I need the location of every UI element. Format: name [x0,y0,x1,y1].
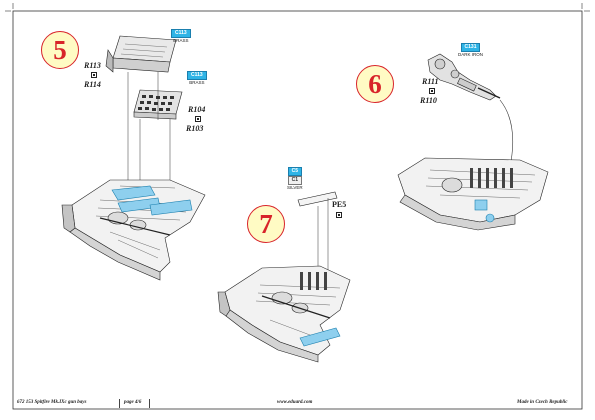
part-ref-r114: R114 [84,80,101,89]
page-frame [12,10,583,410]
part-ref-r103: R103 [186,124,204,133]
paint-callout-dark-iron: C131 DARK IRON [458,43,483,58]
paint-name: DARK IRON [458,52,484,57]
step-7-badge: 7 [247,205,285,243]
paint-callout-silver: C5 C1 SILVER [287,167,303,191]
footer-page: page 4/6 [124,400,142,405]
step6-gunbay-assembly [397,53,549,231]
step5-gunbay-assembly [61,35,206,281]
step-5-badge: 5 [41,31,79,69]
paint-code: C113 [171,29,191,38]
part-mark-r113 [91,72,97,78]
step-6-badge: 6 [356,65,394,103]
part-mark-pe5 [336,212,342,218]
paint-name: BRASS [173,38,189,43]
part-mark-r104 [195,116,201,122]
footer-divider [119,399,120,408]
step7-gunbay-assembly [217,191,351,363]
part-mark-r111 [429,88,435,94]
page-footer: 672 153 Spitfire Mk.IXc gun bays page 4/… [13,399,582,409]
part-ref-r111: R111 [422,77,439,86]
paint-callout-brass-lid: C113 BRASS [171,29,191,44]
crop-marks [5,3,590,12]
paint-code: C5 [287,167,303,176]
part-ref-r104: R104 [188,105,206,114]
footer-product: 672 153 Spitfire Mk.IXc gun bays [17,400,87,405]
part-ref-r110: R110 [420,96,437,105]
footer-origin: Made in Czech Republic [517,400,568,405]
footer-website: www.eduard.com [277,400,313,405]
footer-divider [149,399,150,408]
paint-name: BRASS [189,80,205,85]
paint-callout-brass-tray: C113 BRASS [187,71,207,86]
paint-code-alt: C1 [287,176,303,185]
part-ref-pe5: PE5 [332,200,347,209]
paint-code: C113 [187,71,207,80]
paint-name: SILVER [287,185,303,190]
paint-code: C131 [460,43,481,52]
part-ref-r113: R113 [84,61,101,70]
